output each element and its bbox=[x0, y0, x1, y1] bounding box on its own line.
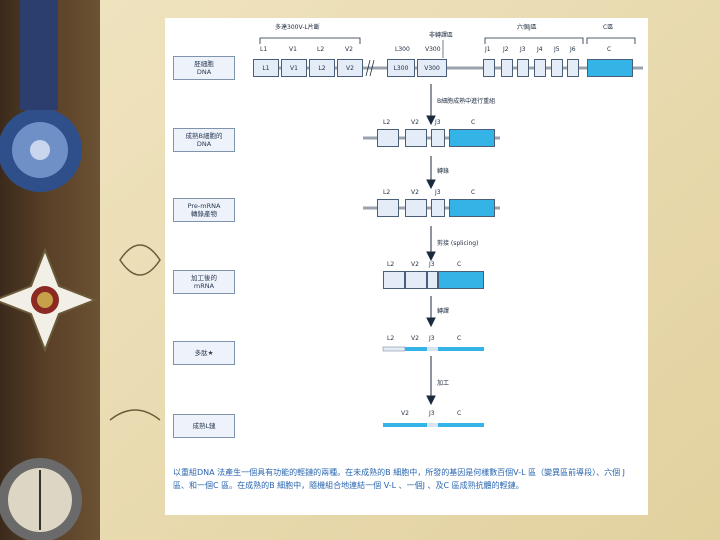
peptide-j3 bbox=[427, 347, 438, 351]
r3-lab-v2: V2 bbox=[411, 189, 419, 196]
r2-seg-l2 bbox=[377, 129, 399, 147]
step-translation: 轉譯 bbox=[437, 308, 450, 315]
gl-seg-j1 bbox=[483, 59, 495, 77]
gl-top-l2: L2 bbox=[317, 46, 325, 53]
r4-seg-v2 bbox=[405, 271, 427, 289]
chain-v2 bbox=[383, 423, 427, 427]
r6-lab-j3: J3 bbox=[429, 410, 435, 417]
gl-top-v300: V300 bbox=[425, 46, 441, 53]
r3-lab-j3: J3 bbox=[435, 189, 441, 196]
r2-lab-v2: V2 bbox=[411, 119, 419, 126]
diagram-panel: 多達300V-L片斷 非轉譯區 六個J區 C區 L1 V1 L2 V2 L300… bbox=[165, 18, 648, 515]
gl-top-l300: L300 bbox=[395, 46, 410, 53]
chain-c bbox=[438, 423, 484, 427]
gl-top-j5: J5 bbox=[554, 46, 560, 53]
gl-top-j4: J4 bbox=[537, 46, 543, 53]
chain-j3 bbox=[427, 423, 438, 427]
peptide-l2 bbox=[382, 346, 406, 352]
r4-lab-c: C bbox=[457, 261, 462, 268]
r4-seg-l2 bbox=[383, 271, 405, 289]
gl-seg-l300: L300 bbox=[387, 59, 415, 77]
r3-seg-l2 bbox=[377, 199, 399, 217]
step-processing: 加工 bbox=[437, 380, 450, 387]
gl-top-v2: V2 bbox=[345, 46, 353, 53]
compass bbox=[0, 458, 82, 540]
gl-seg-j5 bbox=[551, 59, 563, 77]
r5-lab-j3: J3 bbox=[429, 335, 435, 342]
step-transcription: 轉錄 bbox=[437, 168, 450, 175]
r3-seg-v2 bbox=[405, 199, 427, 217]
gl-seg-v1: V1 bbox=[281, 59, 307, 77]
r6-lab-c: C bbox=[457, 410, 462, 417]
gl-top-l1: L1 bbox=[260, 46, 268, 53]
r2-lab-j3: J3 bbox=[435, 119, 441, 126]
gl-seg-l2: L2 bbox=[309, 59, 335, 77]
r3-seg-c bbox=[449, 199, 495, 217]
r2-lab-l2: L2 bbox=[383, 119, 391, 126]
r4-lab-j3: J3 bbox=[429, 261, 435, 268]
diagram-lines bbox=[253, 37, 643, 427]
r4-seg-j3 bbox=[427, 271, 438, 289]
gl-seg-j6 bbox=[567, 59, 579, 77]
r3-lab-c: C bbox=[471, 189, 476, 196]
row-label-germline: 胚細胞 DNA bbox=[173, 56, 235, 80]
peptide-v2 bbox=[405, 347, 427, 351]
gl-seg-j3 bbox=[517, 59, 529, 77]
r4-lab-l2: L2 bbox=[387, 261, 395, 268]
gl-top-c: C bbox=[607, 46, 612, 53]
bracket-vl bbox=[259, 37, 361, 44]
r2-seg-c bbox=[449, 129, 495, 147]
step-recombination: B細胞成熟中進行重組 bbox=[437, 98, 496, 105]
r3-lab-l2: L2 bbox=[383, 189, 391, 196]
gl-seg-v2: V2 bbox=[337, 59, 363, 77]
figure-caption: 以重組DNA 法產生一個具有功能的輕鏈的兩種。在未成熟的B 細胞中，所發的基因是… bbox=[173, 468, 625, 490]
step-splicing: 剪接 (splicing) bbox=[437, 240, 479, 247]
c-group-label: C區 bbox=[603, 24, 614, 31]
gl-seg-c bbox=[587, 59, 633, 77]
row-label-pre-mrna: Pre-mRNA 轉錄產物 bbox=[173, 198, 235, 222]
gl-seg-j4 bbox=[534, 59, 546, 77]
gl-top-j3: J3 bbox=[520, 46, 526, 53]
r4-seg-c bbox=[438, 271, 484, 289]
break-mark-2 bbox=[369, 59, 375, 77]
break-mark-1 bbox=[365, 59, 371, 77]
r5-lab-l2: L2 bbox=[387, 335, 395, 342]
gl-top-v1: V1 bbox=[289, 46, 297, 53]
r4-lab-v2: V2 bbox=[411, 261, 419, 268]
gl-seg-v300: V300 bbox=[417, 59, 447, 77]
nontranscribed-label: 非轉譯區 bbox=[429, 32, 454, 39]
j-group-label: 六個J區 bbox=[517, 24, 537, 31]
vl-group-label: 多達300V-L片斷 bbox=[275, 24, 320, 31]
r5-lab-c: C bbox=[457, 335, 462, 342]
r3-seg-j3 bbox=[431, 199, 445, 217]
row-label-mrna: 加工後的 mRNA bbox=[173, 270, 235, 294]
row-label-mature-dna: 成熟B細胞的 DNA bbox=[173, 128, 235, 152]
r2-seg-j3 bbox=[431, 129, 445, 147]
row-label-light-chain: 成熟L鏈 bbox=[173, 414, 235, 438]
cross-medal bbox=[0, 247, 98, 353]
r6-lab-v2: V2 bbox=[401, 410, 409, 417]
r5-lab-v2: V2 bbox=[411, 335, 419, 342]
gl-seg-j2 bbox=[501, 59, 513, 77]
gl-top-j6: J6 bbox=[570, 46, 576, 53]
gl-top-j1: J1 bbox=[485, 46, 491, 53]
ribbon-rosette bbox=[0, 0, 82, 192]
peptide-c bbox=[438, 347, 484, 351]
r2-seg-v2 bbox=[405, 129, 427, 147]
ornament bbox=[109, 244, 161, 421]
gl-seg-l1: L1 bbox=[253, 59, 279, 77]
row-label-polypeptide: 多肽★ bbox=[173, 341, 235, 365]
bracket-j bbox=[484, 37, 584, 44]
gl-top-j2: J2 bbox=[503, 46, 509, 53]
bracket-c bbox=[586, 37, 636, 44]
r2-lab-c: C bbox=[471, 119, 476, 126]
